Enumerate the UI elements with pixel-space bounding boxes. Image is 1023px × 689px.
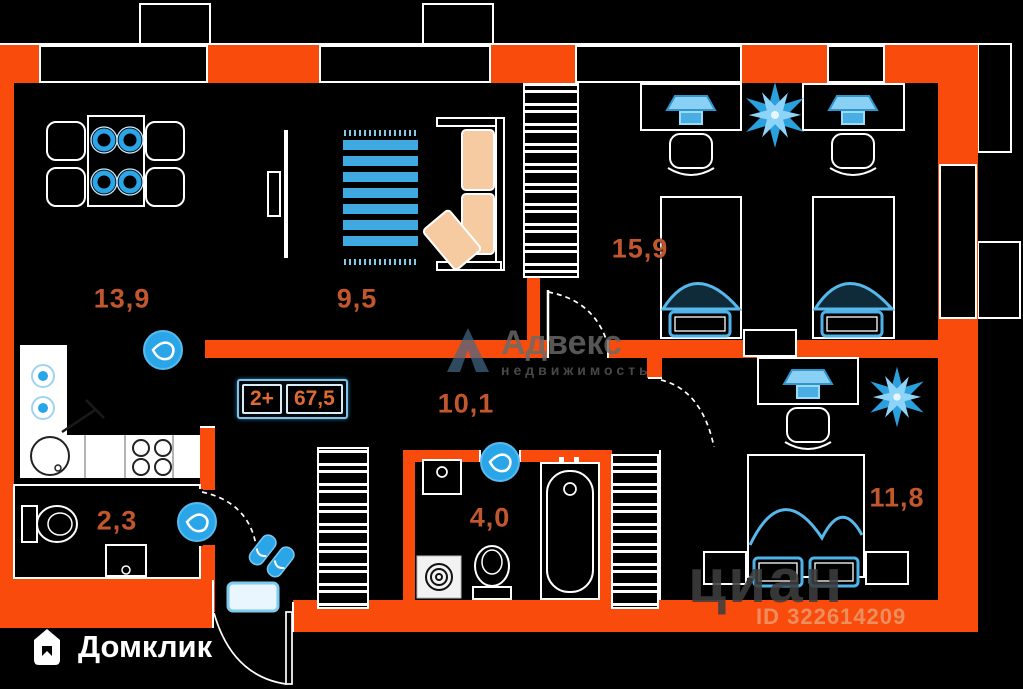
windows xyxy=(39,45,977,319)
kitchen-sink xyxy=(30,436,70,476)
wardrobe xyxy=(317,447,369,609)
wall-bath-left xyxy=(403,450,415,600)
wall-bottom-left xyxy=(0,578,213,628)
wall-bath-right xyxy=(600,450,612,600)
advex-watermark-title: Адвекс xyxy=(501,324,622,362)
wardrobe xyxy=(523,83,579,278)
balcony-outline xyxy=(139,3,211,46)
window xyxy=(319,45,491,83)
stove-burners xyxy=(132,439,172,476)
chairs xyxy=(46,121,185,207)
plant-icon xyxy=(746,82,804,148)
toilet-tank xyxy=(21,505,38,543)
nightstand xyxy=(865,551,909,585)
room-label-wc: 2,3 xyxy=(96,505,138,536)
pillow xyxy=(808,556,860,588)
window xyxy=(827,45,885,83)
entrance-door-arc xyxy=(213,612,287,685)
nightstand xyxy=(743,329,797,357)
room-label-living-kitchen: 13,9 xyxy=(93,283,151,314)
kitchen-cabinet xyxy=(20,345,67,435)
room-label-hallway: 10,1 xyxy=(437,388,495,419)
door-arc xyxy=(201,491,257,546)
kitchen-faucet xyxy=(61,399,105,434)
slippers-icon xyxy=(248,534,295,578)
window xyxy=(39,45,208,83)
pillow xyxy=(752,556,804,588)
wc-room xyxy=(13,484,257,579)
sofa-cushion xyxy=(461,129,495,191)
door-marker-icon xyxy=(480,442,520,482)
opening-caps xyxy=(200,340,609,632)
entrance-door-leaf xyxy=(285,611,293,685)
room-label-room: 9,5 xyxy=(336,283,378,314)
badge-rooms-count: 2+ xyxy=(242,384,282,414)
balcony-outline xyxy=(977,43,1012,153)
domclick-watermark: Домклик xyxy=(26,626,212,668)
toilet xyxy=(36,505,78,543)
room-label-bathroom: 4,0 xyxy=(469,502,511,533)
doormat xyxy=(226,581,280,613)
kitchen-unit xyxy=(20,345,200,478)
room-label-bedroom-large: 15,9 xyxy=(611,233,669,264)
dining-set xyxy=(46,115,185,207)
tv-panel xyxy=(267,130,288,258)
window xyxy=(939,164,977,319)
rug xyxy=(343,130,418,265)
cian-watermark: циан xyxy=(688,547,845,616)
double-bed xyxy=(747,454,865,588)
single-bed xyxy=(660,196,743,339)
plant-icon xyxy=(870,366,924,428)
advex-watermark: Адвекс недвижимость xyxy=(443,326,652,378)
wardrobe xyxy=(611,454,659,609)
domclick-logo-icon xyxy=(34,629,60,665)
door-marker-icon xyxy=(143,330,183,370)
advex-watermark-subtitle: недвижимость xyxy=(501,362,652,378)
room-label-bedroom-small: 11,8 xyxy=(869,482,925,513)
bath-toilet xyxy=(474,545,510,587)
sofa xyxy=(422,117,505,271)
bathtub xyxy=(540,462,600,600)
door-marker-icon xyxy=(177,502,217,542)
apartment-badge: 2+ 67,5 xyxy=(237,379,348,419)
window xyxy=(575,45,742,83)
sofa-cushion xyxy=(422,209,482,271)
desk-with-chair xyxy=(640,83,742,176)
doors xyxy=(213,290,715,685)
wall-right xyxy=(938,45,978,632)
wc-cabinet xyxy=(105,544,147,577)
listing-id-watermark: ID 322614209 xyxy=(756,604,907,629)
washing-machine xyxy=(416,555,462,599)
badge-total-area: 67,5 xyxy=(285,384,343,414)
nightstand xyxy=(703,551,747,585)
wall-left xyxy=(0,45,14,628)
wall-stub xyxy=(647,358,662,378)
desk-with-chair xyxy=(757,357,859,450)
balcony-outlines xyxy=(139,3,1021,319)
balcony-outline xyxy=(977,241,1021,319)
door-marker-icons xyxy=(143,330,520,542)
advex-logo-icon xyxy=(447,328,489,372)
single-bed xyxy=(812,196,896,339)
wall-kitchen-hall-upper xyxy=(200,427,215,490)
bathroom-fixtures xyxy=(416,457,600,600)
balcony-outline xyxy=(422,3,494,46)
plates xyxy=(92,128,142,194)
desk-with-chair xyxy=(802,83,905,176)
wall-bath-top-b xyxy=(520,450,612,462)
domclick-watermark-text: Домклик xyxy=(78,629,213,664)
